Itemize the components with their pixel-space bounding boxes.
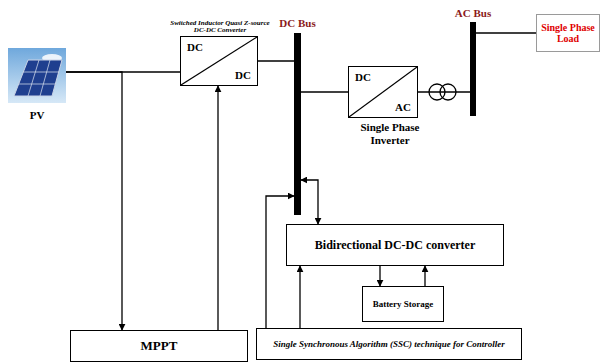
connector [424, 266, 425, 286]
node-text: DC Bus [279, 17, 315, 29]
node-text: Single Phase Load [540, 22, 596, 45]
node-text: Single Synchronous Algorithm (SSC) techn… [273, 339, 505, 349]
node-text: DC [355, 71, 371, 83]
node-text: PV [8, 109, 66, 121]
connector [299, 266, 300, 328]
pv-panel: PV [8, 48, 66, 103]
connector [217, 86, 218, 330]
connector [418, 91, 470, 92]
node-text: AC Bus [455, 7, 491, 19]
transformer-coil [440, 84, 456, 100]
load-box: Single Phase Load [536, 14, 600, 52]
solar-panel-illustration [8, 48, 66, 103]
node-text: Battery Storage [373, 299, 434, 309]
battery-box: Battery Storage [362, 286, 444, 322]
connector [258, 60, 294, 61]
converter-box: Switched Inductor Quasi Z-source DC-DC C… [180, 36, 258, 86]
node-text: Single Phase Inverter [355, 121, 425, 146]
node-text: DC [187, 41, 203, 53]
node-text: Bidirectional DC-DC converter [315, 238, 475, 253]
connector [301, 180, 318, 224]
connector [66, 72, 122, 330]
node-text: AC [395, 101, 411, 113]
connector [379, 266, 380, 286]
connector [476, 32, 536, 33]
bidirectional-converter-box: Bidirectional DC-DC converter [286, 224, 504, 266]
dc-bus-bar: DC Bus [294, 33, 301, 215]
ac-bus-bar: AC Bus [470, 22, 476, 116]
connector [301, 91, 348, 92]
node-text: Switched Inductor Quasi Z-source DC-DC C… [165, 20, 275, 35]
inverter-box: DCACSingle Phase Inverter [348, 66, 418, 118]
controller-box: Single Synchronous Algorithm (SSC) techn… [256, 328, 522, 360]
node-text: DC [235, 69, 251, 81]
mppt-box: MPPT [70, 330, 248, 362]
node-text: MPPT [141, 338, 178, 354]
